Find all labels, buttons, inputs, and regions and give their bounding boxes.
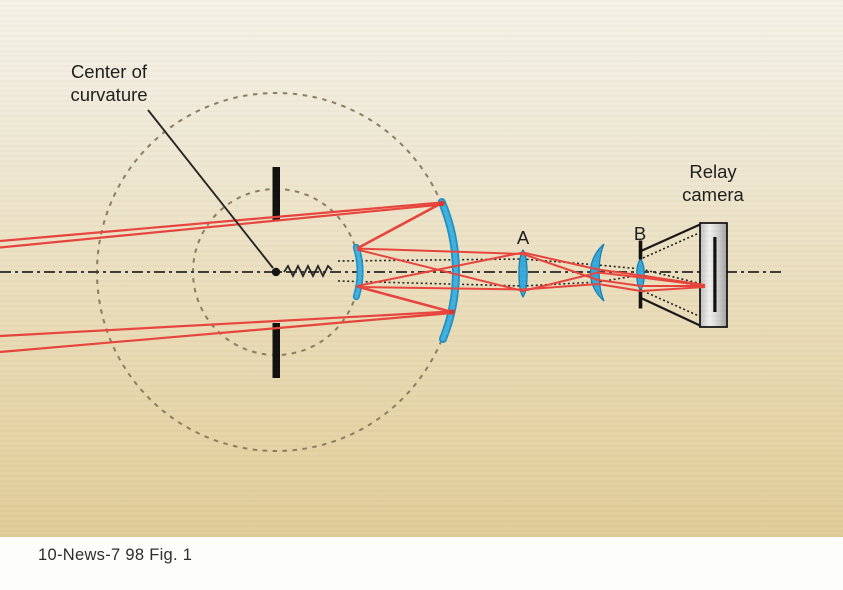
cone-line-top xyxy=(640,223,701,253)
diagram-canvas: Center of curvature A B Relay camera xyxy=(0,0,843,537)
cone-line-bottom xyxy=(640,297,701,327)
axis-squiggle-mark xyxy=(283,263,333,279)
caption-bar: 10-News-7 98 Fig. 1 xyxy=(0,537,843,590)
incoming-ray-bottom-2 xyxy=(0,311,453,354)
aperture-stop-top xyxy=(272,167,280,220)
relay-rays xyxy=(356,247,706,293)
relay-ray-4 xyxy=(356,282,706,293)
lens-b-stop-top xyxy=(638,240,643,260)
figure-caption: 10-News-7 98 Fig. 1 xyxy=(38,546,193,564)
incoming-rays xyxy=(0,201,453,354)
relay-ray-1 xyxy=(356,247,705,287)
mirror-focus-knot-bottom xyxy=(449,309,455,315)
secondary-mirror-highlight xyxy=(354,245,362,299)
lens-a xyxy=(518,248,528,299)
incoming-ray-top-2 xyxy=(0,203,442,249)
center-of-curvature-label-line2: curvature xyxy=(70,84,147,105)
relay-camera-label-line1: Relay xyxy=(689,161,737,182)
lens-b-stop-bottom xyxy=(638,289,643,309)
cone-dotted-bottom xyxy=(642,290,700,317)
primary-mirror-highlight xyxy=(439,199,459,342)
mirror-focus-knot-top xyxy=(439,200,445,207)
center-of-curvature-dot xyxy=(271,267,281,277)
cone-dotted-top xyxy=(642,232,700,259)
center-of-curvature-label-line1: Center of xyxy=(71,61,148,82)
relay-camera-label-line2: camera xyxy=(682,184,744,205)
relay-ray-3 xyxy=(356,251,706,287)
incoming-ray-top-1 xyxy=(0,201,442,243)
lens-b-label: B xyxy=(634,223,646,244)
relay-ray-2 xyxy=(356,248,706,293)
incoming-ray-bottom-1 xyxy=(0,310,453,338)
optical-diagram: Center of curvature A B Relay camera xyxy=(0,0,843,537)
camera-sensor-line xyxy=(713,237,717,312)
lens-a-label: A xyxy=(517,227,530,248)
aperture-stop-bottom xyxy=(272,323,280,378)
reflected-ray-top xyxy=(356,201,443,250)
reflected-ray-bottom xyxy=(356,285,453,314)
center-pointer-line xyxy=(147,109,274,269)
